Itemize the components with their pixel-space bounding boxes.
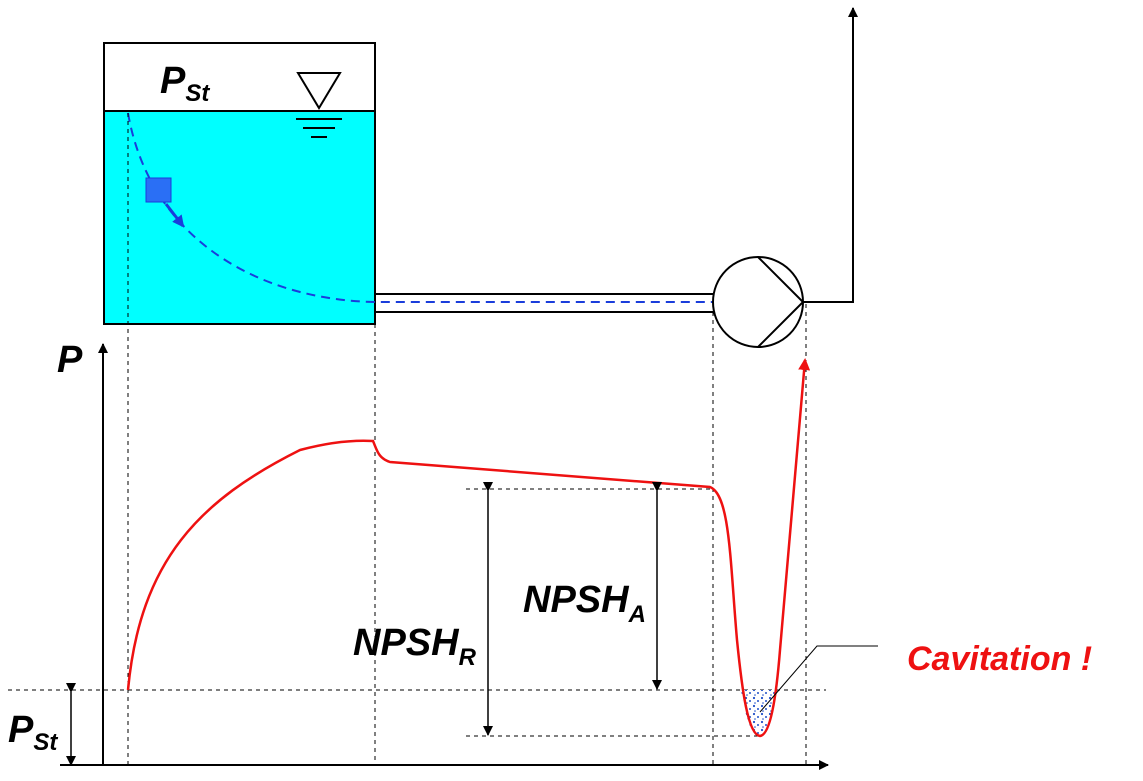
flow-path <box>127 112 715 303</box>
npsh-r-label: NPSHR <box>353 622 477 671</box>
cavitation-leader <box>759 645 878 713</box>
fluid-particle-icon <box>145 177 185 228</box>
tank-air-space <box>103 42 376 112</box>
reference-lines <box>8 488 826 737</box>
discharge-pipe <box>803 7 858 303</box>
pressure-curve <box>126 358 811 738</box>
axes <box>60 343 829 770</box>
tank-water <box>103 110 376 325</box>
pump-symbol <box>712 256 805 348</box>
axis-pressure-label: P <box>57 339 83 381</box>
position-guides <box>127 113 807 765</box>
tank <box>103 42 376 325</box>
suction-pipe <box>375 293 715 313</box>
npsh-a-label: NPSHA <box>523 579 646 628</box>
dimension-arrows <box>66 482 662 766</box>
tank-pressure-label: PSt <box>160 60 210 107</box>
cavitation-label: Cavitation ! <box>907 640 1092 678</box>
water-level-symbol <box>296 72 342 138</box>
baseline-pressure-label: PSt <box>8 709 58 756</box>
